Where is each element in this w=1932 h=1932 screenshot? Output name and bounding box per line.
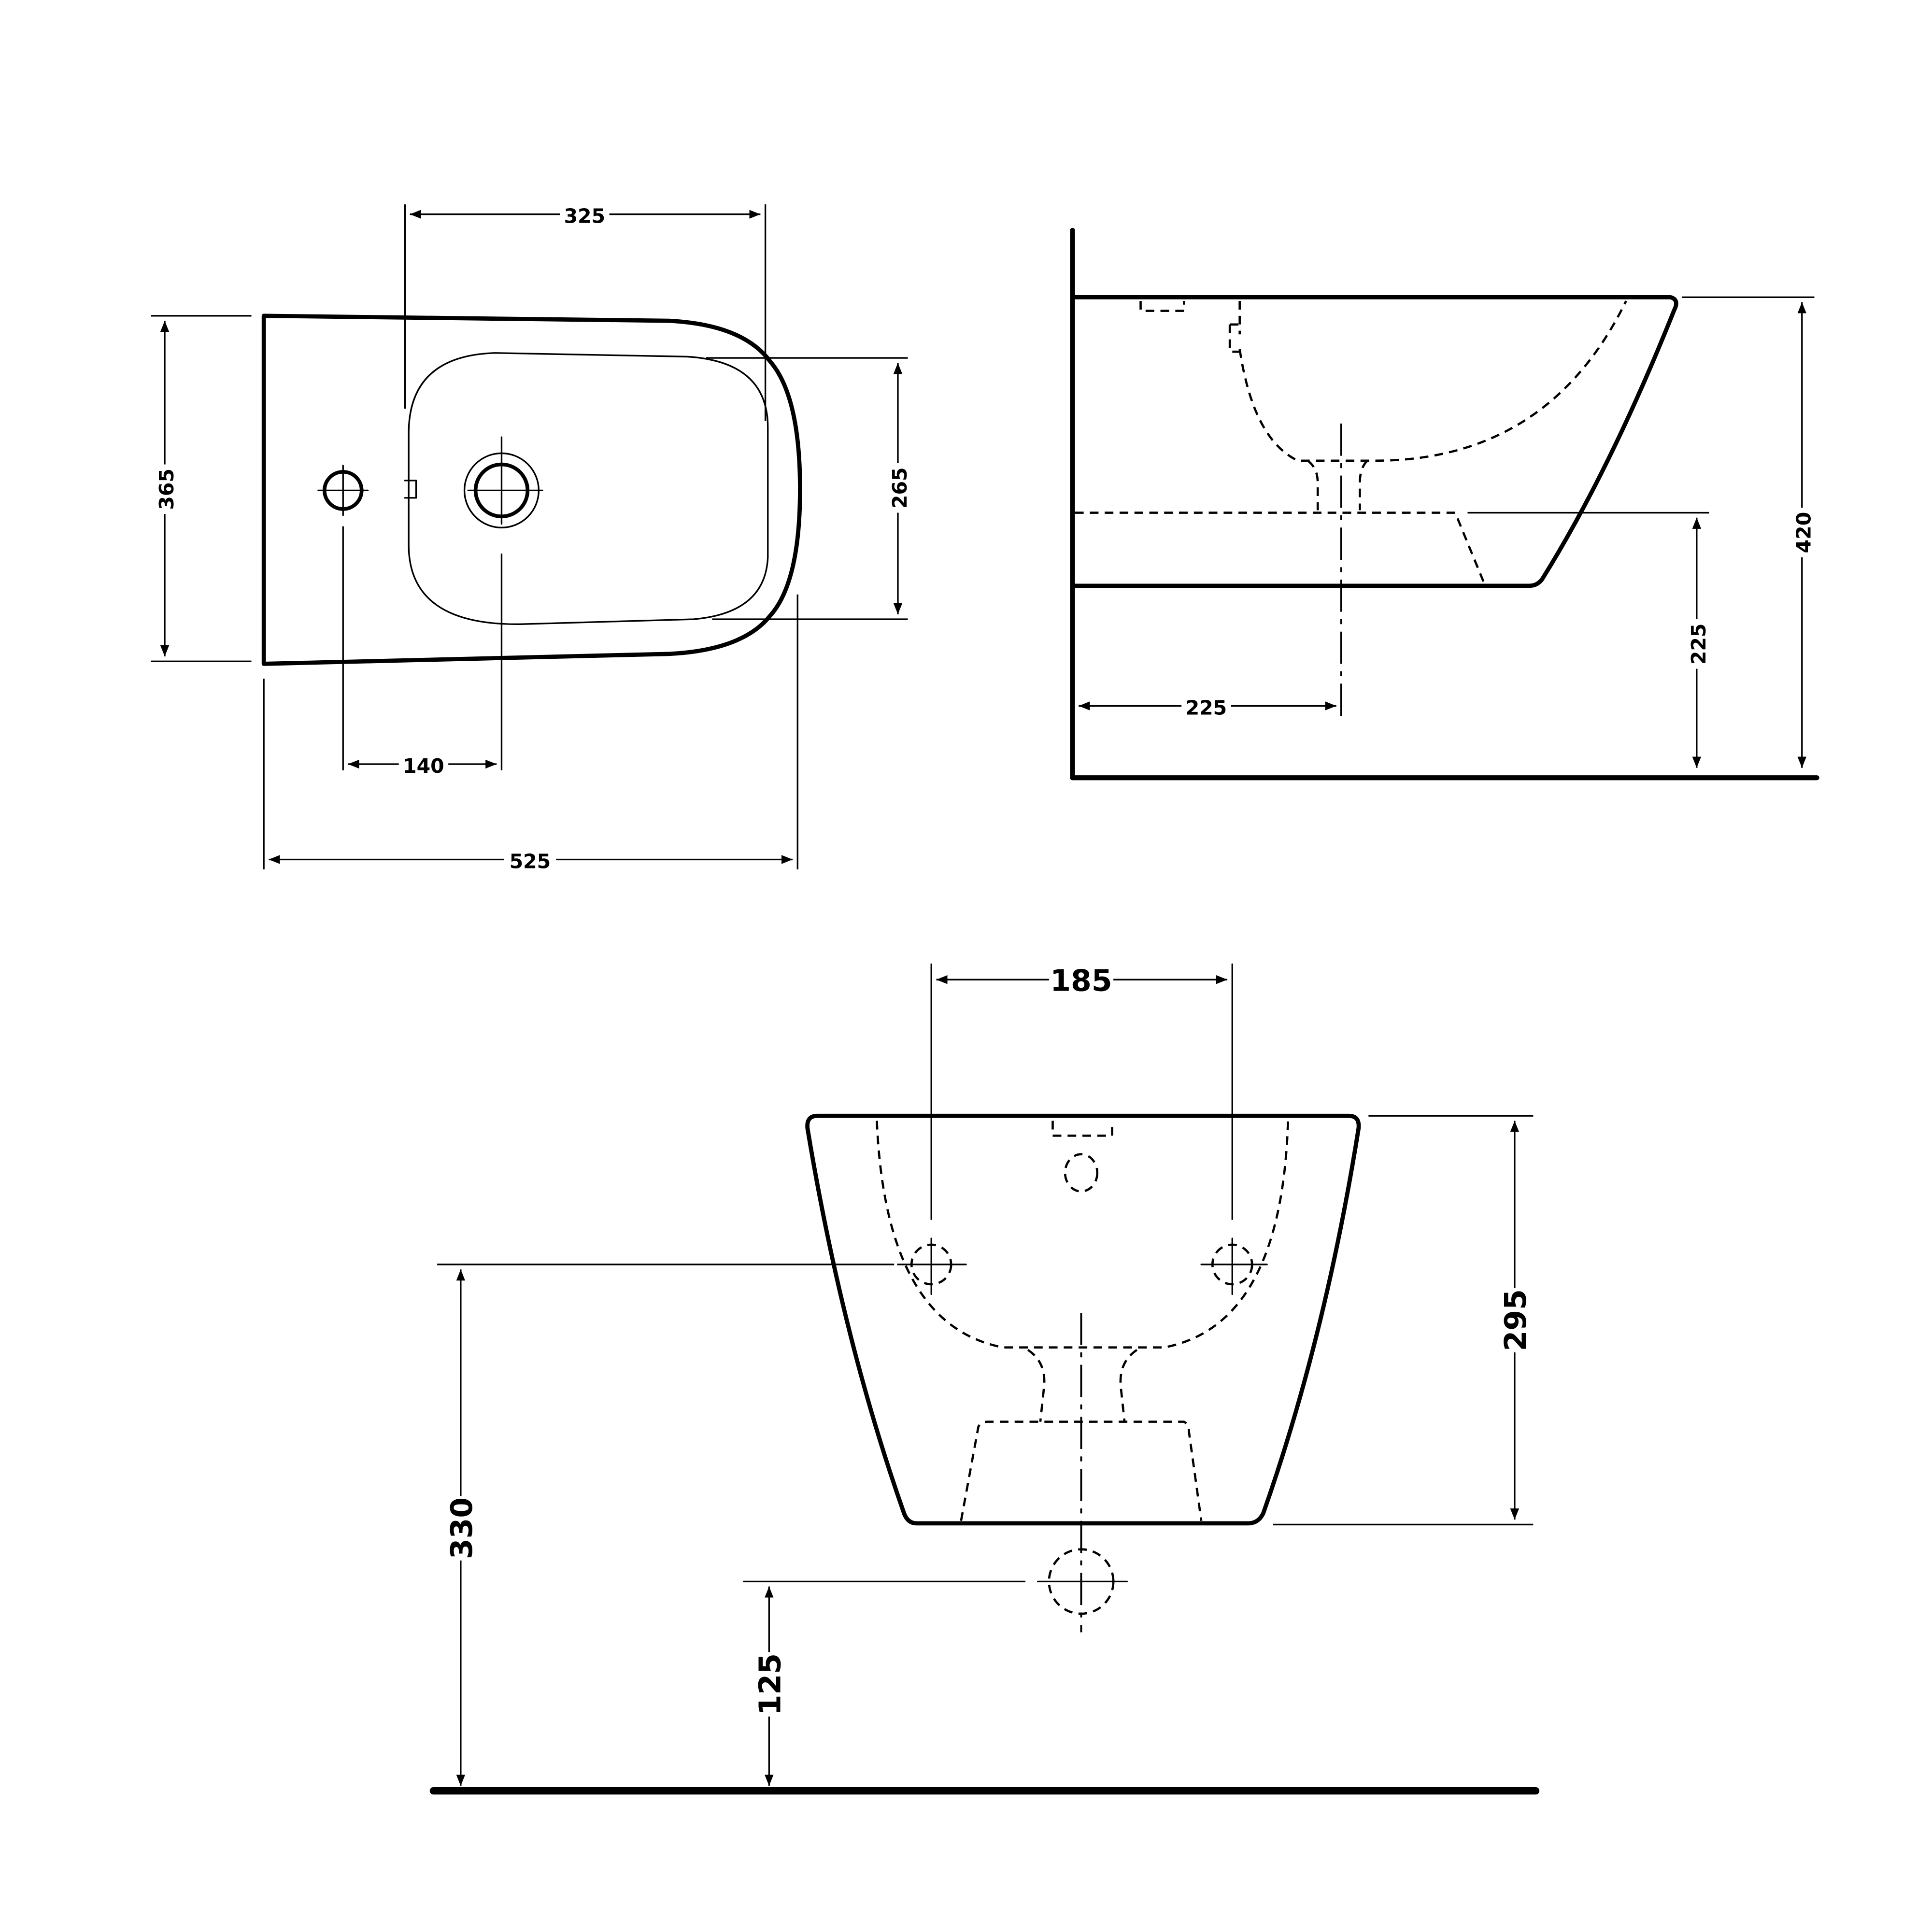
bowl-outline — [408, 352, 769, 625]
overflow-slot — [404, 480, 417, 499]
top-outline — [261, 313, 802, 666]
dim-fixing-spacing: 185 — [1050, 963, 1112, 998]
side-outline — [1073, 295, 1678, 588]
dim-overall-depth: 365 — [155, 469, 178, 510]
dim-waste-height: 225 — [1687, 624, 1710, 665]
dim-fixing-height: 330 — [444, 1497, 479, 1559]
dim-overall-length: 525 — [510, 850, 551, 873]
side-view: 420 225 225 — [1070, 227, 1819, 781]
dim-overall-height: 420 — [1792, 512, 1816, 554]
rear-outline — [805, 1113, 1361, 1526]
dim-bowl-depth: 265 — [888, 467, 911, 509]
dim-waste-outlet-height: 125 — [753, 1653, 787, 1715]
dim-tap-spacing: 140 — [403, 754, 444, 778]
top-view: 325 365 265 140 525 — [151, 201, 911, 873]
dim-waste-from-wall: 225 — [1186, 696, 1227, 719]
rear-view: 185 295 330 125 — [429, 962, 1540, 1795]
dim-bowl-width: 325 — [564, 205, 605, 228]
dim-body-height: 295 — [1498, 1289, 1533, 1351]
